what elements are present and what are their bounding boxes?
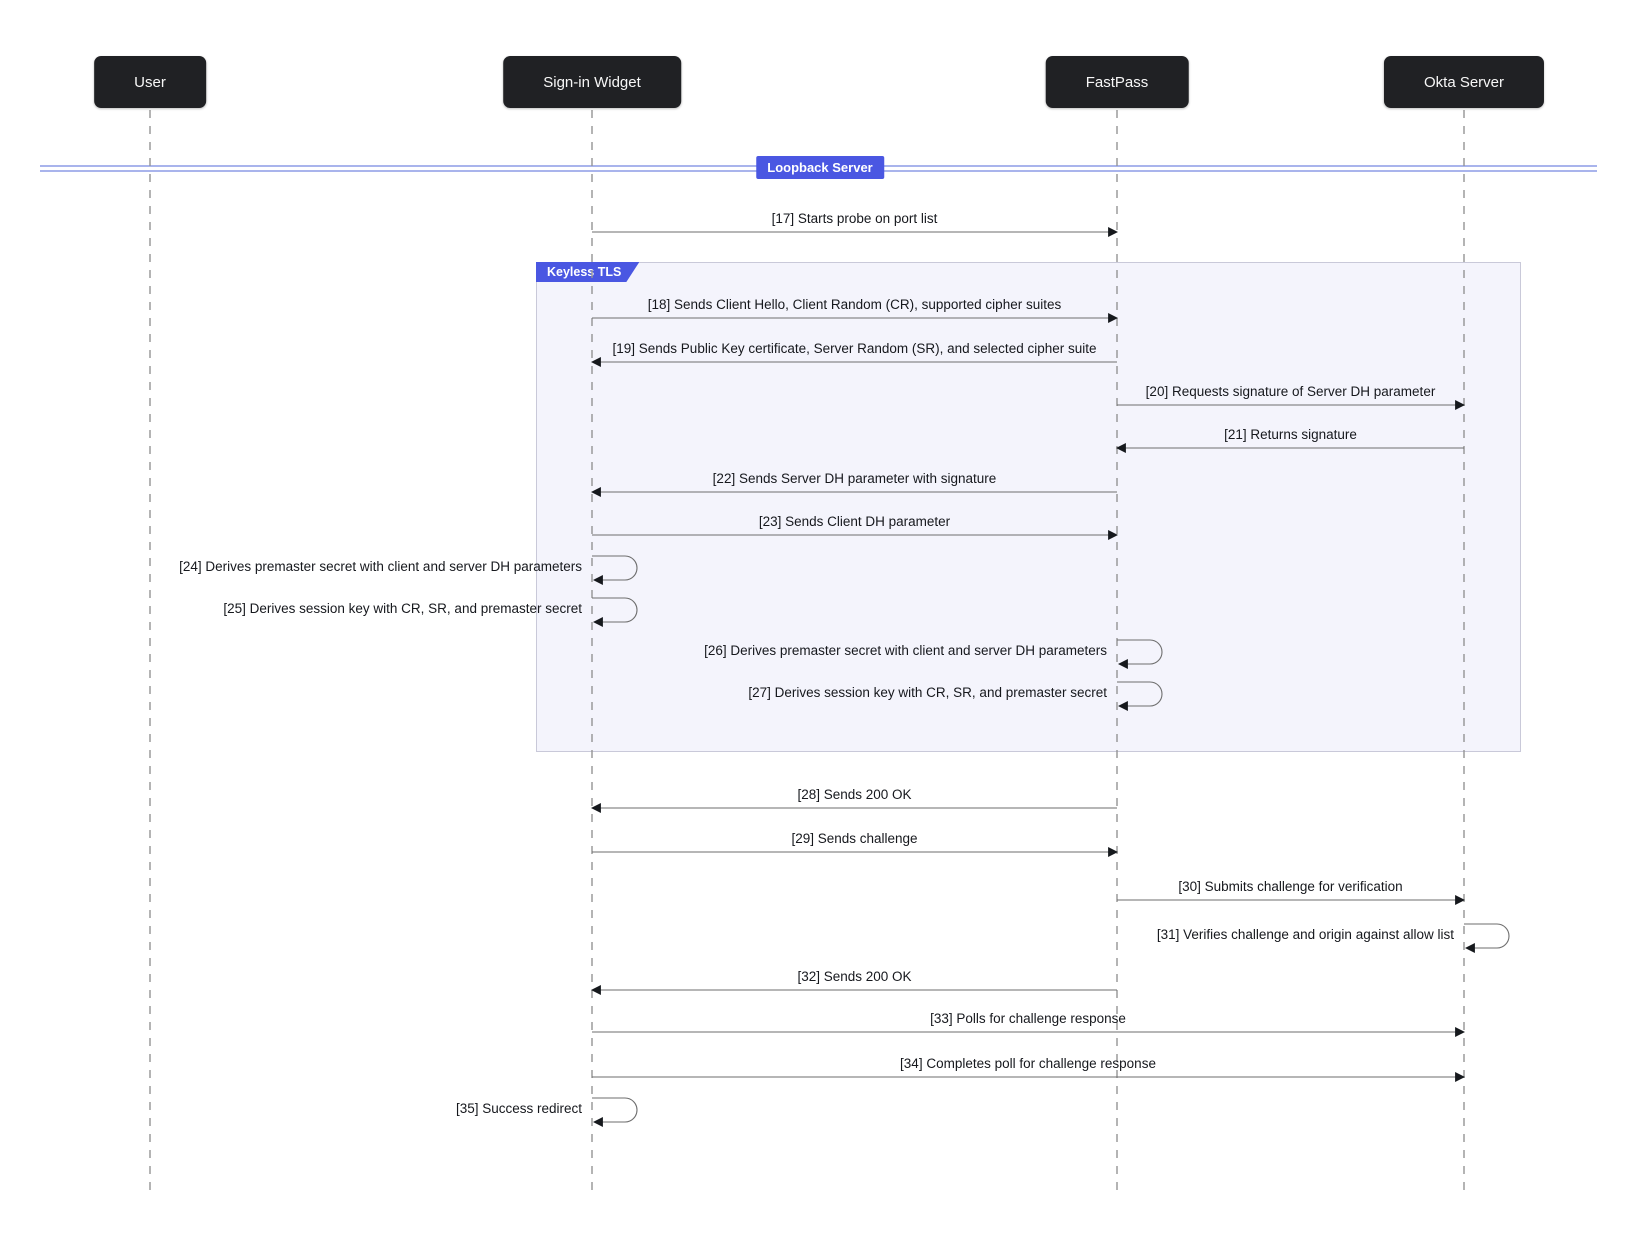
keyless-tls-group-label: Keyless TLS xyxy=(536,262,639,282)
actor-fastpass: FastPass xyxy=(1045,56,1189,108)
self-message-arrow xyxy=(1117,681,1163,711)
keyless-tls-group-box: Keyless TLS xyxy=(536,262,1521,752)
actor-okta-server: Okta Server xyxy=(1383,56,1545,108)
self-message-arrow xyxy=(592,1097,638,1127)
actor-user: User xyxy=(94,56,206,108)
self-message-arrow xyxy=(592,555,638,585)
self-message-arrow xyxy=(592,597,638,627)
actor-signin-widget: Sign-in Widget xyxy=(503,56,681,108)
self-message-arrow xyxy=(1464,923,1510,953)
self-message-arrow xyxy=(1117,639,1163,669)
loopback-divider-label: Loopback Server xyxy=(756,156,884,179)
